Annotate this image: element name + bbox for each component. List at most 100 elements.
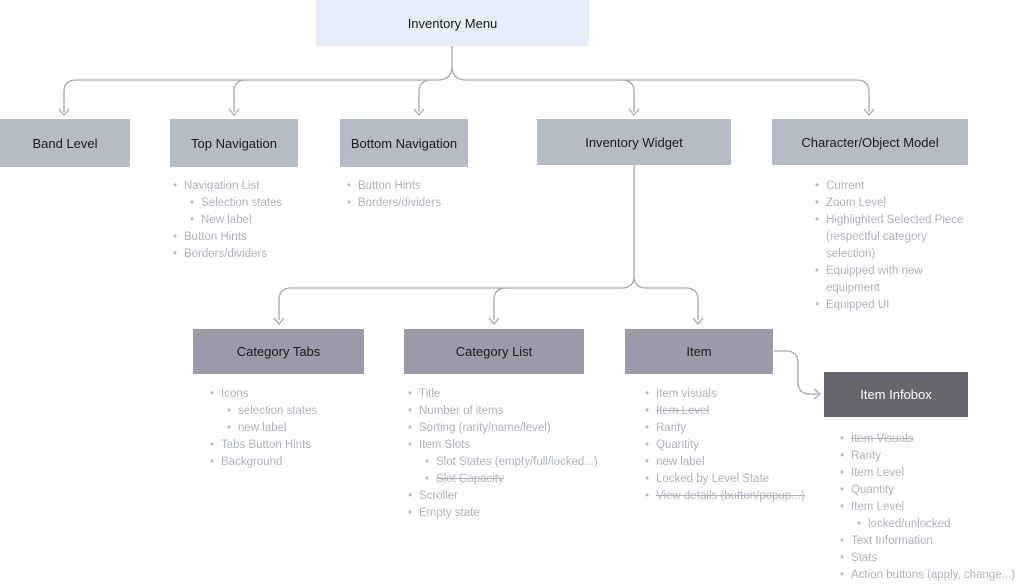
node-inventory-menu-label: Inventory Menu — [407, 15, 498, 31]
list-item-text: Item Slots — [419, 439, 471, 451]
category-tabs-list-item: Icons — [210, 386, 317, 403]
list-item-text: Item visuals — [656, 388, 717, 400]
category-list-list-item: Slot States (empty/full/locked...) — [425, 454, 598, 471]
category-tabs-list: Icons selection states new labelTabs Butto… — [210, 386, 317, 471]
node-inventory-widget: Inventory Widget — [537, 119, 731, 165]
list-item-text: Item Level — [851, 467, 905, 479]
list-item-text: Title — [419, 388, 441, 400]
character-model-list: CurrentZoom LevelHighlighted Selected Pi… — [815, 178, 975, 314]
edge-to-inventory-widget — [621, 79, 635, 112]
item-infobox-list-item: Stats — [840, 550, 1015, 567]
list-item-text: Equipped with new equipment — [826, 265, 923, 294]
node-category-list-label: Category List — [455, 344, 533, 359]
category-list-list-item: Sorting (rarity/name/level) — [408, 420, 598, 437]
list-item-text: Current — [826, 180, 865, 192]
list-item-text: locked/unlocked — [868, 518, 951, 530]
item-list: Item visualsItem LevelRarityQuantity new … — [645, 386, 805, 505]
category-tabs-list-item: Tabs Button Hints — [210, 437, 317, 454]
node-item-infobox-label: Item Infobox — [860, 387, 932, 402]
edge-arrow-top-navigation — [228, 108, 240, 117]
item-list-item: View details (button/popup...) — [645, 488, 805, 505]
node-item-infobox: Item Infobox — [824, 372, 968, 417]
item-list-item: new label — [645, 454, 805, 471]
node-top-navigation-label: Top Navigation — [191, 135, 277, 151]
edge-arrow-category-list — [488, 317, 500, 326]
edge-widget-right — [633, 275, 699, 320]
list-item-text: Slot States (empty/full/locked...) — [436, 456, 598, 468]
node-item: Item — [625, 329, 773, 374]
category-list-list-item: Empty state — [408, 505, 598, 522]
list-item-text: View details (button/popup...) — [656, 490, 805, 502]
node-band-level-label: Band Level — [32, 135, 98, 151]
category-list-list-item: Item Slots — [408, 437, 598, 454]
list-item-text: Zoom Level — [826, 197, 887, 209]
list-item-text: Borders/dividers — [358, 197, 442, 209]
item-infobox-list-item: Item Visuals — [840, 431, 1015, 448]
node-item-label: Item — [686, 344, 712, 359]
list-item-text: Equipped UI — [826, 299, 890, 311]
edge-to-category-list — [493, 287, 507, 320]
list-item-text: Tabs Button Hints — [221, 439, 312, 451]
list-item-text: Background — [221, 456, 283, 468]
category-list-list: TitleNumber of itemsSorting (rarity/name… — [408, 386, 598, 522]
top-navigation-list-item: Selection states — [190, 195, 282, 212]
list-item-text: Quantity — [656, 439, 699, 451]
node-category-list: Category List — [404, 329, 584, 374]
node-category-tabs-label: Category Tabs — [236, 344, 321, 359]
item-list-item: Rarity — [645, 420, 805, 437]
list-item-text: New label — [201, 214, 252, 226]
edge-item-to-infobox — [774, 350, 818, 395]
list-item-text: Item Level — [851, 501, 905, 513]
category-list-list-item: Number of items — [408, 403, 598, 420]
top-navigation-list-item: Navigation List — [173, 178, 282, 195]
character-model-list-item: Zoom Level — [815, 195, 975, 212]
list-item-text: Sorting (rarity/name/level) — [419, 422, 551, 434]
edge-arrow-inventory-widget — [628, 108, 640, 117]
list-item-text: Rarity — [656, 422, 687, 434]
category-tabs-list-item: selection states — [227, 403, 317, 420]
bottom-navigation-list-item: Button Hints — [347, 178, 441, 195]
edge-root-trunk — [63, 46, 453, 112]
node-inventory-menu: Inventory Menu — [316, 0, 589, 46]
list-item-text: Item Level — [656, 405, 710, 417]
edge-arrow-bottom-navigation — [413, 108, 425, 117]
category-tabs-list-item: Background — [210, 454, 317, 471]
category-list-list-item: Scroller — [408, 488, 598, 505]
list-item-text: selection states — [238, 405, 318, 417]
list-item-text: Text Information — [851, 535, 933, 547]
node-band-level: Band Level — [0, 119, 130, 167]
character-model-list-item: Highlighted Selected Piece (respectful c… — [815, 212, 975, 263]
top-navigation-list-item: Borders/dividers — [173, 246, 282, 263]
item-list-item: Item Level — [645, 403, 805, 420]
edge-arrow-band-level — [58, 108, 70, 117]
item-infobox-list-item: Text Information — [840, 533, 1015, 550]
list-item-text: Navigation List — [184, 180, 260, 192]
edge-widget-trunk — [278, 165, 635, 320]
list-item-text: Scroller — [419, 490, 458, 502]
category-list-list-item: Title — [408, 386, 598, 403]
list-item-text: Button Hints — [358, 180, 421, 192]
edge-arrow-item — [692, 317, 704, 326]
edge-root-right — [451, 65, 870, 112]
node-character-model: Character/Object Model — [772, 119, 968, 165]
list-item-text: Empty state — [419, 507, 480, 519]
list-item-text: Highlighted Selected Piece (respectful c… — [826, 214, 964, 260]
category-tabs-list-item: new label — [227, 420, 317, 437]
node-bottom-navigation-label: Bottom Navigation — [350, 135, 458, 151]
edge-arrow-item-infobox — [813, 388, 822, 400]
item-list-item: Quantity — [645, 437, 805, 454]
list-item-text: Locked by Level State — [656, 473, 770, 485]
list-item-text: Rarity — [851, 450, 882, 462]
edge-to-top-navigation — [233, 79, 247, 112]
node-inventory-widget-label: Inventory Widget — [585, 134, 683, 150]
list-item-text: Item Visuals — [851, 433, 914, 445]
category-list-list-item: Slot Capacity — [425, 471, 598, 488]
item-infobox-list-item: Item Level — [840, 499, 1015, 516]
item-infobox-list-item: Quantity — [840, 482, 1015, 499]
item-infobox-list: Item VisualsRarityItem LevelQuantityItem… — [840, 431, 1015, 584]
edge-arrow-character-model — [863, 108, 875, 117]
top-navigation-list-item: New label — [190, 212, 282, 229]
top-navigation-list: Navigation ListSelection statesNew label… — [173, 178, 282, 263]
character-model-list-item: Equipped with new equipment — [815, 263, 975, 297]
